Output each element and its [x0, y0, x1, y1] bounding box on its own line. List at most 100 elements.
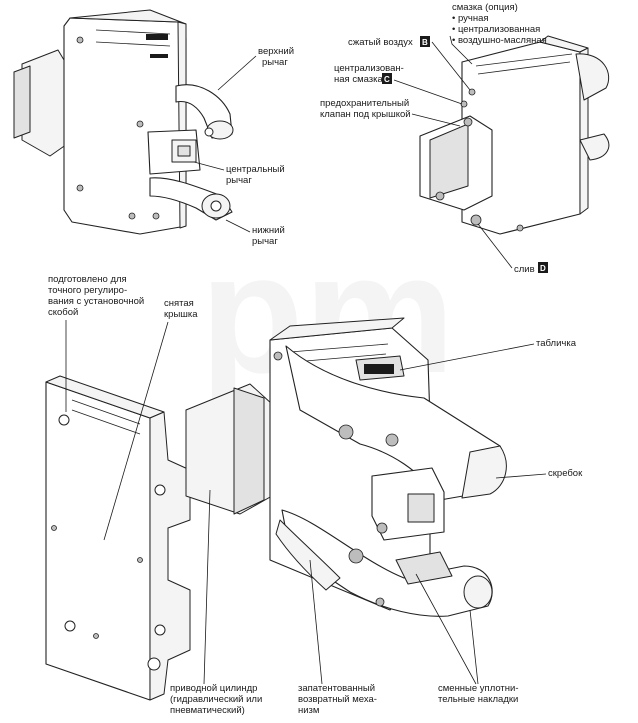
cover-engraving [71, 399, 141, 435]
central-lever-window [177, 145, 191, 157]
bolt [516, 224, 524, 232]
bolt [93, 633, 99, 639]
central-block-window [407, 493, 435, 523]
leader-drain [477, 223, 513, 269]
label-drain: слив [514, 264, 535, 275]
cover-hole [154, 484, 166, 496]
badge-central-lube [382, 73, 392, 84]
label-safety-valve-1: предохранительный [320, 98, 409, 109]
label-lubrication-2: • ручная [452, 13, 489, 24]
label-central-lever-1: центральный [226, 164, 285, 175]
label-lower-lever-1: нижний [252, 225, 285, 236]
side-arm-lower [579, 133, 610, 161]
lower-roller [463, 575, 493, 609]
bolt [76, 184, 84, 192]
adjust-screw [58, 414, 70, 426]
label-fine-adjust-4: скобой [48, 307, 78, 318]
label-cover-removed-1: снятая [164, 298, 194, 309]
leader-lower-lever [225, 219, 251, 233]
label-lubrication-1: смазка (опция) [452, 2, 518, 13]
label-return-mechanism-3: низм [298, 705, 319, 716]
label-compressed-air: сжатый воздух [348, 37, 413, 48]
bolt [463, 117, 473, 127]
label-fine-adjust-3: вания с установочной [48, 296, 144, 307]
scraper-roller [461, 445, 507, 499]
bolt [435, 191, 445, 201]
drive-cylinder-flange [233, 387, 265, 515]
leader-safety-valve [411, 113, 461, 127]
leader-drive-cylinder [203, 489, 211, 685]
plate-engraving [95, 29, 171, 47]
label-scraper: скребок [548, 468, 583, 479]
rear-plate-engraving [475, 53, 573, 75]
drain-plug [470, 214, 482, 226]
lever-pin [376, 522, 388, 534]
cover-hole [154, 624, 166, 636]
label-seal-pads-2: тельные накладки [438, 694, 518, 705]
label-return-mechanism-2: возвратный меха- [298, 694, 377, 705]
leader-nameplate [399, 343, 535, 371]
cover-hole [64, 620, 76, 632]
leader-cover-removed [103, 321, 169, 541]
label-lower-lever-2: рычаг [252, 236, 278, 247]
label-upper-lever-1: верхний [258, 46, 294, 57]
bolt [128, 212, 136, 220]
air-port [468, 88, 476, 96]
lever-pin [338, 424, 354, 440]
removed-cover-labels: подготовлено для точного регулиро- вания… [48, 274, 198, 541]
top-right-labels: смазка (опция) • ручная • централизованн… [320, 2, 548, 275]
label-central-lube-2: ная смазка [334, 74, 383, 85]
top-left-labels: верхний рычаг центральный рычаг нижний р… [193, 46, 294, 247]
label-nameplate: табличка [536, 338, 577, 349]
lower-lever-pin [210, 200, 222, 212]
badge-drain [538, 262, 548, 273]
leader-seal-pads [415, 573, 479, 685]
label-drive-cylinder-3: пневматический) [170, 705, 245, 716]
frame-engraving [289, 343, 389, 363]
bolt [137, 557, 143, 563]
frame-top [269, 317, 405, 341]
rear-cylinder-face [429, 123, 469, 199]
removed-cover-view [45, 375, 191, 701]
opened-gripper-labels: табличка скребок приводной цилиндр (гидр… [170, 338, 583, 716]
upper-lever-pin [204, 127, 214, 137]
bolt [152, 212, 160, 220]
lever-pin [385, 433, 399, 447]
badge-compressed-air [420, 36, 430, 47]
cover-hole [147, 657, 161, 671]
label-fine-adjust-2: точного регулиро- [48, 285, 127, 296]
badge-compressed-air-text: B [422, 38, 428, 47]
label-central-lever-2: рычаг [226, 175, 252, 186]
nameplate-text-area [364, 364, 394, 374]
main-plate [63, 17, 187, 235]
label-drive-cylinder-1: приводной цилиндр [170, 683, 257, 694]
engraving-block [150, 54, 168, 58]
label-cover-removed-2: крышка [164, 309, 198, 320]
bolt [273, 351, 283, 361]
leader-return-mechanism [309, 559, 323, 685]
label-lubrication-3: • централизованная [452, 24, 540, 35]
bolt [375, 597, 385, 607]
return-mechanism [275, 519, 341, 591]
seal-pad [395, 551, 453, 585]
open-lower-lever [281, 509, 493, 617]
label-fine-adjust-1: подготовлено для [48, 274, 127, 285]
cover-side-profile [149, 411, 191, 701]
label-upper-lever-2: рычаг [262, 57, 288, 68]
label-drive-cylinder-2: (гидравлический или [170, 694, 262, 705]
label-safety-valve-2: клапан под крышкой [320, 109, 411, 120]
top-left-gripper-view [13, 9, 234, 235]
bolt [51, 525, 57, 531]
label-central-lube-1: централизован- [334, 63, 404, 74]
leader-central-lube [393, 79, 463, 105]
label-return-mechanism-1: запатентованный [298, 683, 375, 694]
badge-drain-text: D [540, 264, 546, 273]
leader-compressed-air [431, 41, 471, 91]
opened-gripper-view [185, 317, 507, 617]
lever-pin [348, 548, 364, 564]
bolt [76, 36, 84, 44]
label-seal-pads-1: сменные уплотни- [438, 683, 519, 694]
bolt [136, 120, 144, 128]
cylinder-cap [13, 65, 31, 139]
